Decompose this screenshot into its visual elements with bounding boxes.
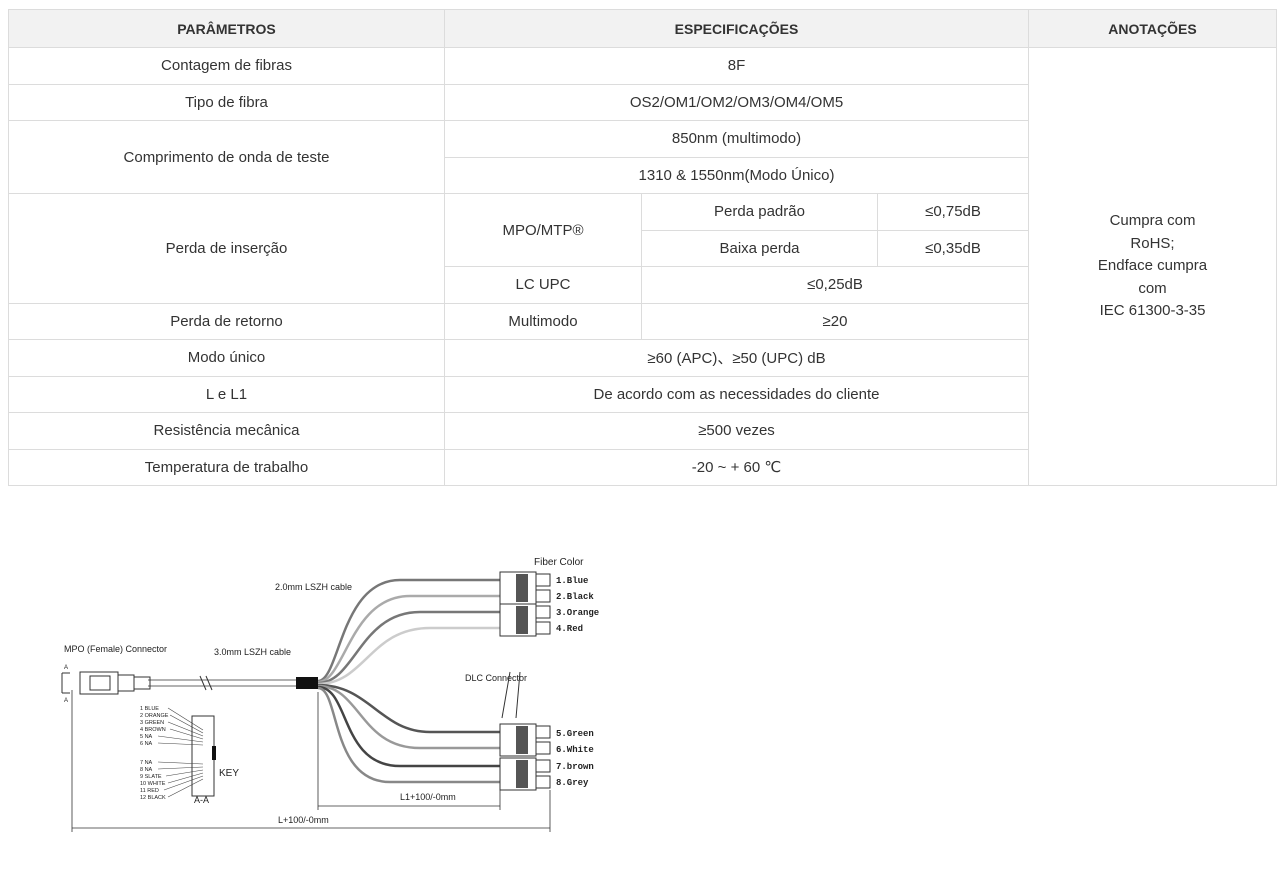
pin-label: 5 NA — [140, 734, 153, 740]
spec-cell: 1310 & 1550nm(Modo Único) — [443, 156, 1030, 194]
table-row: Contagem de fibras 8F Cumpra com RoHS; E… — [8, 47, 1278, 486]
pin-label: 10 WHITE — [140, 781, 166, 787]
pin-label: 2 ORANGE — [140, 713, 169, 719]
key-label: KEY — [219, 768, 239, 779]
table-row: Perda de inserção MPO/MTP® Perda padrão … — [8, 193, 1277, 304]
fiber-color-title: Fiber Color — [534, 557, 584, 568]
spec-cell: 850nm (multimodo) — [443, 120, 1030, 158]
param-cell: Perda de retorno — [8, 302, 445, 340]
param-cell: Contagem de fibras — [8, 47, 445, 85]
param-cell: Tipo de fibra — [8, 83, 445, 121]
cable-2mm-label: 2.0mm LSZH cable — [275, 582, 352, 592]
section-label: A-A — [194, 795, 209, 805]
pin-label: 7 NA — [140, 760, 153, 766]
lower-fibers — [317, 683, 500, 784]
cable-3mm-label: 3.0mm LSZH cable — [214, 647, 291, 657]
fiber-label: 7.brown — [556, 762, 594, 772]
spec-table: PARÂMETROS ESPECIFICAÇÕES ANOTAÇÕES Cont… — [8, 9, 1278, 486]
spec-cell: ≤0,25dB — [640, 266, 1030, 304]
table-row: 1310 & 1550nm(Modo Único) — [9, 156, 1277, 194]
spec-cell: De acordo com as necessidades do cliente — [443, 375, 1030, 413]
fiber-label: 1.Blue — [556, 576, 588, 586]
spec-cell: MPO/MTP® — [444, 193, 642, 267]
table-row: Modo único ≥60 (APC)、≥50 (UPC) dB — [8, 339, 1277, 377]
dlc-connector — [499, 571, 551, 605]
fiber-label: 6.White — [556, 745, 594, 755]
table-row: Resistência mecânica ≥500 vezes — [8, 412, 1277, 450]
param-cell: Resistência mecânica — [8, 412, 445, 450]
header-parameters: PARÂMETROS — [8, 9, 445, 48]
table-row: L e L1 De acordo com as necessidades do … — [8, 375, 1277, 413]
note-line: Endface cumpra — [1097, 257, 1208, 275]
table-row: LC UPC ≤0,25dB — [9, 266, 1277, 304]
fiber-label: 4.Red — [556, 624, 583, 634]
pin-label: 9 SLATE — [140, 774, 162, 780]
spec-cell: ≤0,35dB — [876, 229, 1030, 267]
note-line: RoHS; — [1130, 234, 1175, 252]
spec-cell: OS2/OM1/OM2/OM3/OM4/OM5 — [443, 83, 1030, 121]
fiber-label: 8.Grey — [556, 778, 589, 788]
table-row: Baixa perda ≤0,35dB — [9, 229, 1277, 267]
note-line: com — [1138, 279, 1167, 297]
cable-diagram: Fiber Color 2.0mm LSZH cable 3.0mm LSZH … — [61, 557, 599, 832]
breakout-boot — [296, 677, 318, 689]
dlc-connector — [499, 723, 551, 757]
pin-label: 6 NA — [140, 741, 153, 747]
dimension-l1: L1+100/-0mm — [400, 792, 456, 802]
fiber-color-list: 1.Blue 2.Black 3.Orange 4.Red 5.Green 6.… — [556, 576, 599, 788]
spec-cell: ≥20 — [640, 302, 1030, 340]
spec-cell: Baixa perda — [641, 229, 878, 267]
spec-cell: 8F — [443, 47, 1030, 85]
spec-cell: Multimodo — [444, 302, 642, 340]
param-cell: Perda de inserção — [8, 193, 445, 304]
param-cell: Modo único — [8, 339, 445, 377]
dlc-connector — [499, 603, 551, 637]
spec-cell: ≥500 vezes — [443, 412, 1030, 450]
mpo-connector-label: MPO (Female) Connector — [64, 644, 167, 654]
dimension-lines — [71, 690, 551, 832]
table-row: Temperatura de trabalho -20 ~ + 60 ℃ — [8, 448, 1277, 486]
fiber-label: 3.Orange — [556, 608, 599, 618]
table-row: Perda de retorno Multimodo ≥20 — [8, 302, 1277, 340]
dimension-l: L+100/-0mm — [278, 815, 329, 825]
header-notes: ANOTAÇÕES — [1028, 9, 1278, 48]
spec-cell: LC UPC — [444, 266, 642, 304]
pin-label: 3 GREEN — [140, 720, 164, 726]
dlc-connector-label: DLC Connector — [465, 673, 527, 683]
trunk-cable — [148, 675, 318, 691]
fiber-label: 5.Green — [556, 729, 594, 739]
param-cell: Comprimento de onda de teste — [8, 120, 445, 194]
spec-cell: -20 ~ + 60 ℃ — [443, 448, 1030, 486]
pin-label: 1 BLUE — [140, 706, 159, 712]
note-line: Cumpra com — [1109, 212, 1196, 230]
pin-label: 11 RED — [140, 788, 159, 794]
spec-cell: Perda padrão — [641, 193, 878, 231]
dlc-connector-group — [499, 571, 551, 791]
table-row: Tipo de fibra OS2/OM1/OM2/OM3/OM4/OM5 — [8, 83, 1277, 121]
header-specifications: ESPECIFICAÇÕES — [443, 9, 1030, 48]
svg-text:A: A — [64, 698, 68, 704]
param-cell: L e L1 — [8, 375, 445, 413]
notes-cell: Cumpra com RoHS; Endface cumpra com IEC … — [1028, 47, 1278, 486]
dlc-connector — [499, 757, 551, 791]
spec-cell: ≤0,75dB — [876, 193, 1030, 231]
pinout-section: 1 BLUE 2 ORANGE 3 GREEN 4 BROWN 5 NA 6 N… — [140, 706, 239, 805]
upper-fibers — [317, 578, 500, 686]
pin-label: 8 NA — [140, 767, 153, 773]
svg-text:A: A — [64, 665, 68, 671]
pin-label: 4 BROWN — [140, 727, 166, 733]
param-cell: Temperatura de trabalho — [8, 448, 445, 486]
fiber-label: 2.Black — [556, 592, 594, 602]
note-line: IEC 61300-3-35 — [1099, 302, 1206, 320]
mpo-connector: A A — [61, 665, 151, 704]
header-row: PARÂMETROS ESPECIFICAÇÕES ANOTAÇÕES — [8, 9, 1278, 48]
spec-cell: ≥60 (APC)、≥50 (UPC) dB — [443, 339, 1030, 377]
pin-label: 12 BLACK — [140, 795, 166, 801]
